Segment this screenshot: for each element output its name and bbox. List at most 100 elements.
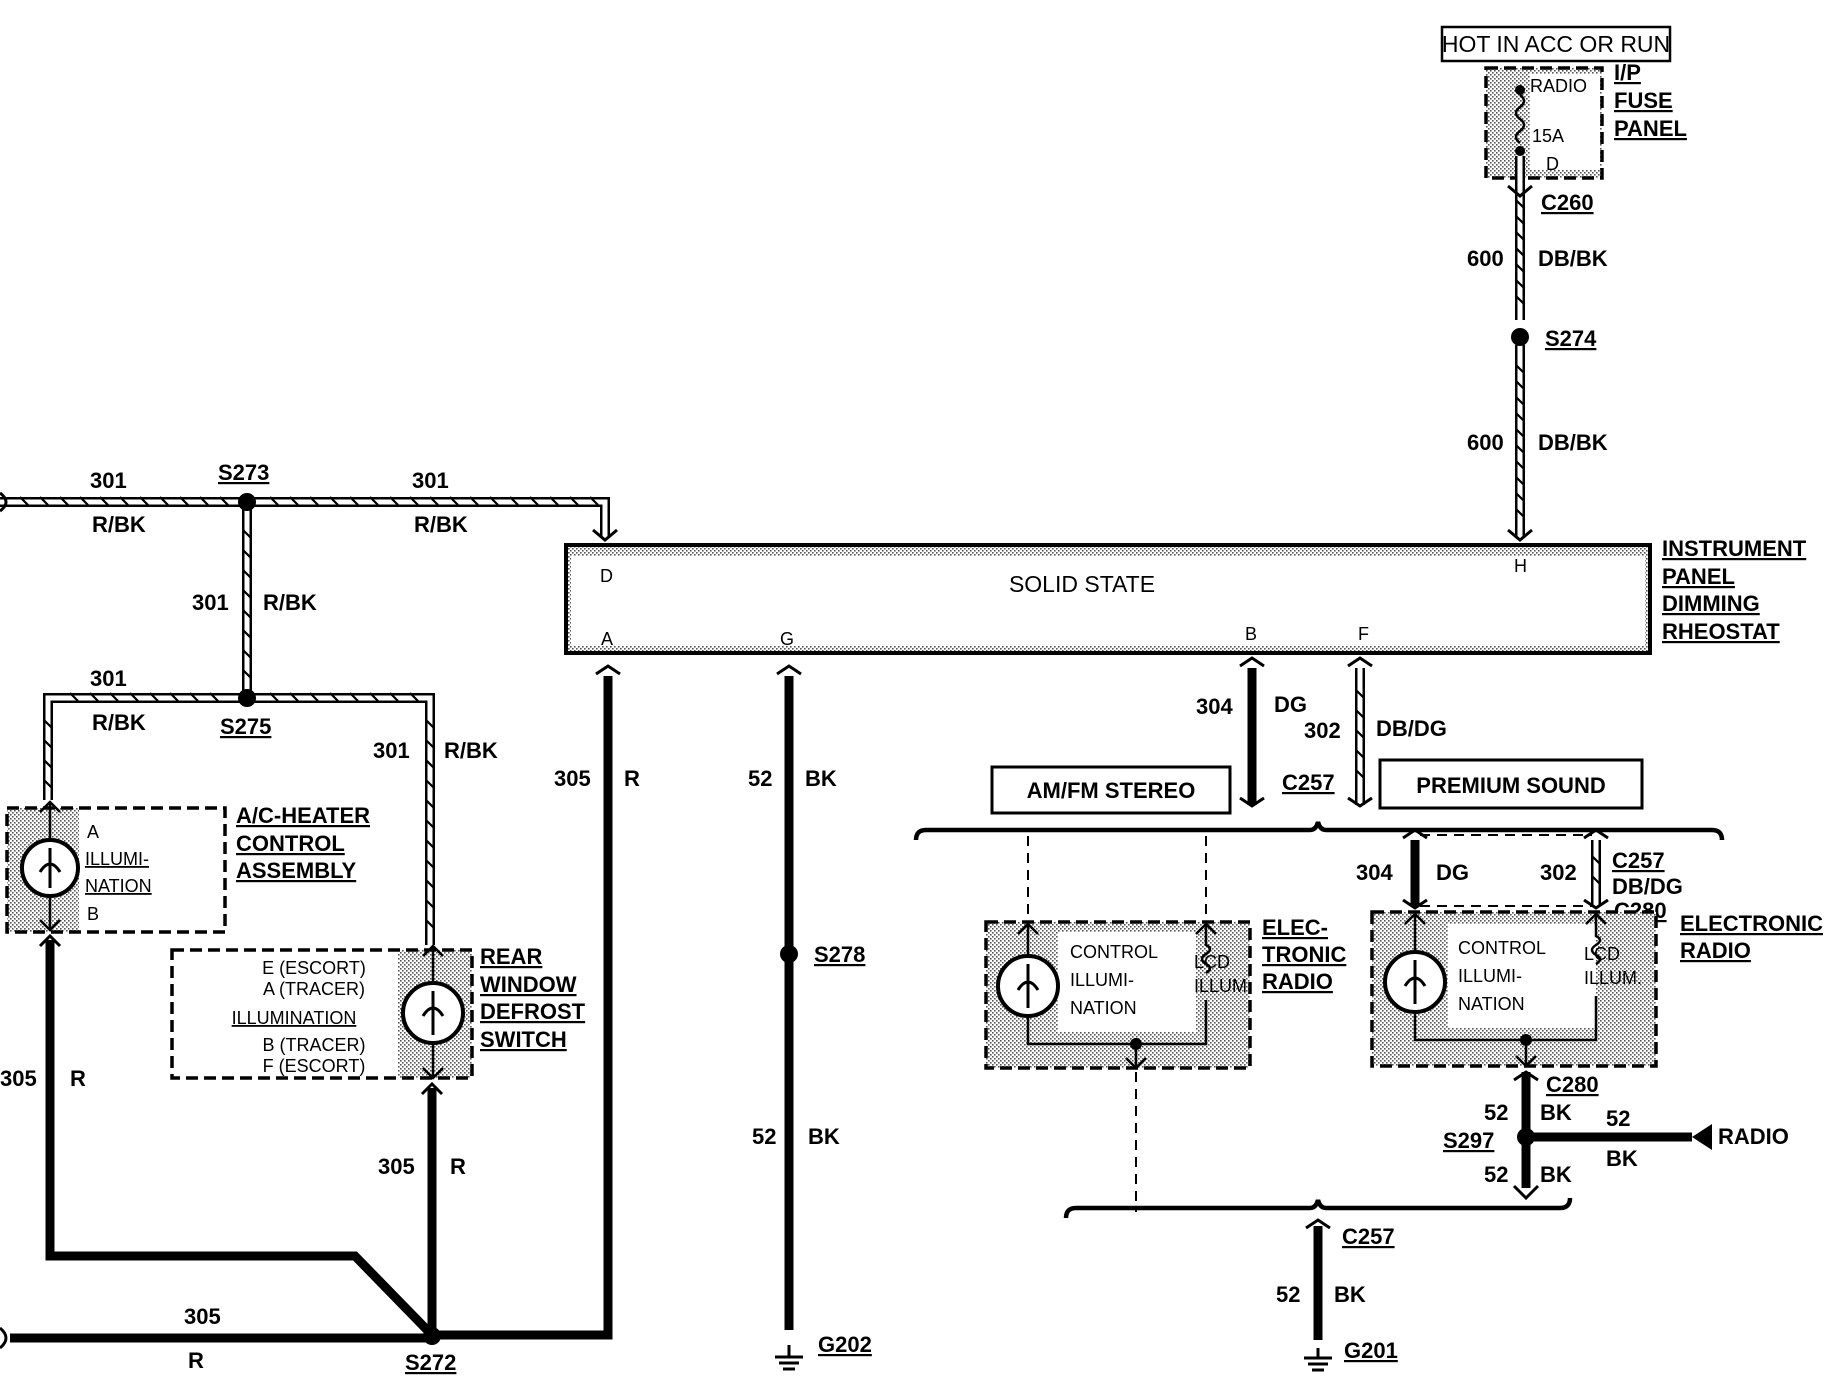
ac-heater-name-1: A/C-HEATER bbox=[236, 803, 370, 828]
wire-r-bk-label-5: R/BK bbox=[444, 738, 498, 763]
amfm-stereo-box bbox=[990, 765, 1232, 815]
splice-s297 bbox=[1517, 1128, 1535, 1146]
defrost-pin-a: A (TRACER) bbox=[263, 979, 365, 999]
right-radio-ground-arrow bbox=[1515, 1046, 1537, 1068]
splice-s272 bbox=[423, 1327, 441, 1345]
right-radio-box bbox=[1370, 910, 1658, 1068]
c257-label-2: C257 bbox=[1612, 848, 1665, 873]
left-radio-lcd-2: ILLUM. bbox=[1194, 976, 1252, 996]
left-radio-name-2: TRONIC bbox=[1262, 942, 1346, 967]
wire-r-bk-label-2: R/BK bbox=[414, 512, 468, 537]
wire-bk-label-4: BK bbox=[1606, 1146, 1638, 1171]
wire-301-label-1: 301 bbox=[90, 468, 127, 493]
left-radio-control-3: NATION bbox=[1070, 998, 1137, 1018]
right-radio-name-1: ELECTRONIC bbox=[1680, 911, 1823, 936]
ac-heater-illum-1: ILLUMI- bbox=[85, 849, 149, 869]
fuse-panel-name-1: I/P bbox=[1614, 60, 1641, 85]
left-radio-lcd-1: LCD bbox=[1194, 952, 1230, 972]
rheostat-pin-h: H bbox=[1514, 556, 1527, 576]
wire-bk-label-3: BK bbox=[1540, 1100, 1572, 1125]
s278-label: S278 bbox=[814, 942, 865, 967]
right-radio-feed bbox=[1402, 828, 1609, 910]
rheostat-inner bbox=[571, 556, 1645, 646]
wire-305-label-2: 305 bbox=[0, 1066, 37, 1091]
wire-52-label-6: 52 bbox=[1276, 1282, 1300, 1307]
defrost-name-1: REAR bbox=[480, 944, 542, 969]
fuse-panel-name-3: PANEL bbox=[1614, 116, 1687, 141]
rheostat-pin-g: G bbox=[780, 629, 794, 649]
wire-302-label-2: 302 bbox=[1540, 860, 1577, 885]
wire-305-r bbox=[0, 664, 621, 1350]
splice-s274 bbox=[1511, 328, 1529, 346]
wire-r-label-4: R bbox=[188, 1348, 204, 1373]
right-radio-bulb-filament bbox=[1403, 960, 1427, 1004]
wire-305-label-1: 305 bbox=[554, 766, 591, 791]
c257-label-1: C257 bbox=[1282, 770, 1335, 795]
wire-52-label-4: 52 bbox=[1606, 1106, 1630, 1131]
wire-600-db-bk bbox=[1507, 156, 1533, 542]
wire-304-label-2: 304 bbox=[1356, 860, 1393, 885]
wire-52-bk-g202 bbox=[775, 664, 803, 1371]
wire-600-label-2: 600 bbox=[1467, 430, 1504, 455]
wire-301-label-5: 301 bbox=[373, 738, 410, 763]
wire-301-label-4: 301 bbox=[90, 666, 127, 691]
wire-bk-label-2: BK bbox=[808, 1124, 840, 1149]
wire-302-label-1: 302 bbox=[1304, 718, 1341, 743]
wire-r-label-2: R bbox=[70, 1066, 86, 1091]
left-radio-name-1: ELEC- bbox=[1262, 915, 1328, 940]
rheostat-name-4: RHEOSTAT bbox=[1662, 619, 1780, 644]
amfm-stereo-label: AM/FM STEREO bbox=[1027, 778, 1196, 803]
defrost-name-4: SWITCH bbox=[480, 1027, 567, 1052]
fuse-name: RADIO bbox=[1530, 76, 1587, 96]
rheostat-name-2: PANEL bbox=[1662, 564, 1735, 589]
wire-r-bk-label-4: R/BK bbox=[92, 710, 146, 735]
defrost-illum: ILLUMINATION bbox=[232, 1008, 357, 1028]
premium-sound-box bbox=[1378, 758, 1644, 810]
left-radio-ground-arrow bbox=[1125, 1050, 1147, 1070]
ac-heater-name-2: CONTROL bbox=[236, 831, 345, 856]
defrost-pin-f: F (ESCORT) bbox=[263, 1056, 366, 1076]
radio-feed-label: RADIO bbox=[1718, 1124, 1789, 1149]
wire-600-label-1: 600 bbox=[1467, 246, 1504, 271]
g201-label: G201 bbox=[1344, 1338, 1398, 1363]
right-radio-control-2: ILLUMI- bbox=[1458, 966, 1522, 986]
wire-301-label-3: 301 bbox=[192, 590, 229, 615]
wire-52-label-2: 52 bbox=[752, 1124, 776, 1149]
fuse-pin: D bbox=[1546, 154, 1559, 174]
right-radio-control-3: NATION bbox=[1458, 994, 1525, 1014]
splice-s275 bbox=[238, 689, 256, 707]
rear-window-defrost-switch: E (ESCORT) A (TRACER) ILLUMINATION B (TR… bbox=[170, 944, 586, 1080]
fuse-bottom-node bbox=[1515, 146, 1525, 156]
wire-302-db-dg bbox=[1347, 656, 1373, 808]
fuse-symbol bbox=[1514, 94, 1526, 144]
c257-label-3: C257 bbox=[1342, 1224, 1395, 1249]
option-bracket bbox=[913, 821, 1725, 841]
fuse-label-bg bbox=[1530, 74, 1600, 170]
defrost-bulb-filament bbox=[421, 991, 445, 1035]
rheostat-box bbox=[564, 543, 1652, 655]
wire-dg-label-1: DG bbox=[1274, 692, 1307, 717]
wire-db-bk-label-2: DB/BK bbox=[1538, 430, 1608, 455]
fuse-rating: 15A bbox=[1532, 126, 1564, 146]
hot-in-label-group: HOT IN ACC OR RUN bbox=[1440, 25, 1672, 63]
hot-in-box bbox=[1440, 25, 1672, 63]
rheostat-body-label: SOLID STATE bbox=[1009, 571, 1155, 597]
left-radio-box bbox=[984, 920, 1252, 1070]
defrost-name-3: DEFROST bbox=[480, 999, 586, 1024]
left-radio-label-bg bbox=[1058, 932, 1196, 1032]
left-radio-control-2: ILLUMI- bbox=[1070, 970, 1134, 990]
fuse-panel: RADIO 15A D I/P FUSE PANEL bbox=[1484, 60, 1687, 180]
ac-heater-control-assembly: A ILLUMI- NATION B A/C-HEATER CONTROL AS… bbox=[5, 800, 370, 934]
s273-label: S273 bbox=[218, 460, 269, 485]
ground-g202-icon bbox=[775, 1345, 803, 1371]
hot-in-label: HOT IN ACC OR RUN bbox=[1442, 31, 1670, 57]
wire-db-dg-label-1: DB/DG bbox=[1376, 716, 1447, 741]
left-radio-bulb-filament bbox=[1016, 964, 1040, 1008]
ac-heater-pin-a: A bbox=[87, 822, 99, 842]
splice-s273 bbox=[238, 493, 256, 511]
wire-r-label-1: R bbox=[624, 766, 640, 791]
right-radio-lcd-1: LCD bbox=[1584, 944, 1620, 964]
wire-bk-label-6: BK bbox=[1334, 1282, 1366, 1307]
wire-r-bk-label-3: R/BK bbox=[263, 590, 317, 615]
rheostat-pin-a: A bbox=[601, 629, 613, 649]
